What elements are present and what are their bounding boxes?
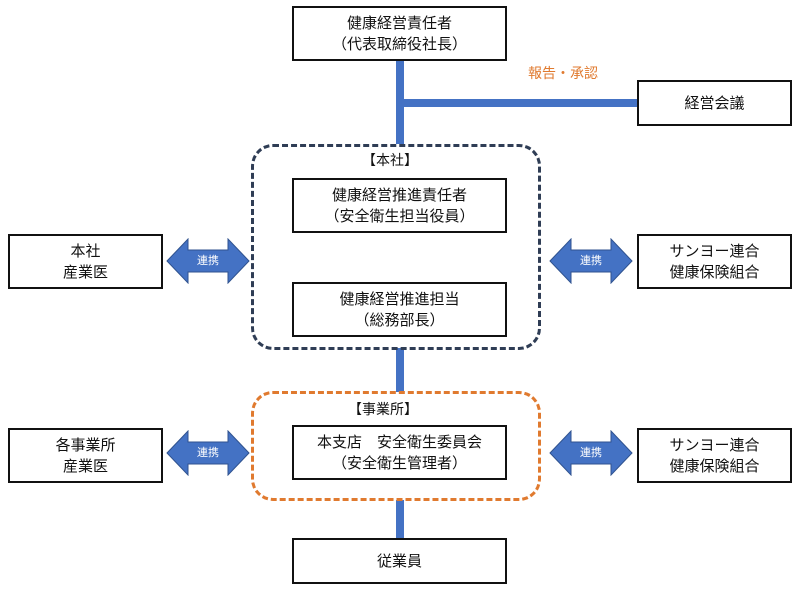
employees-label: 従業員 xyxy=(376,551,422,570)
health-management-officer-box: 健康経営責任者 （代表取締役社長） xyxy=(292,6,507,61)
connector-bottom-vertical xyxy=(396,500,404,540)
management-council-label: 経営会議 xyxy=(684,93,745,112)
employees-box: 従業員 xyxy=(292,538,507,584)
link-label: 連携 xyxy=(580,446,602,459)
report-approval-label: 報告・承認 xyxy=(528,66,598,82)
hq-occupational-physician-box: 本社 産業医 xyxy=(8,234,163,289)
link-arrow-office-left: 連携 xyxy=(166,430,250,476)
hq-occupational-physician-line2: 産業医 xyxy=(62,262,108,281)
connector-council-horizontal xyxy=(396,99,638,107)
double-arrow-icon xyxy=(166,430,250,476)
link-label: 連携 xyxy=(580,254,602,267)
hq-occupational-physician-line1: 本社 xyxy=(70,241,101,260)
double-arrow-icon xyxy=(549,430,633,476)
connector-mid-vertical xyxy=(396,348,404,392)
double-arrow-icon xyxy=(549,238,633,284)
health-insurance-union-2-line2: 健康保険組合 xyxy=(669,456,760,475)
safety-committee-role: （安全衛生管理者） xyxy=(331,453,467,472)
health-promotion-staff-box: 健康経営推進担当 （総務部長） xyxy=(292,282,507,337)
health-promotion-manager-box: 健康経営推進責任者 （安全衛生担当役員） xyxy=(292,178,507,233)
office-occupational-physician-line2: 産業医 xyxy=(62,456,108,475)
health-management-officer-title: 健康経営責任者 xyxy=(346,13,452,32)
office-occupational-physician-line1: 各事業所 xyxy=(55,435,116,454)
headquarters-group xyxy=(251,144,541,350)
office-group xyxy=(251,391,541,501)
double-arrow-icon xyxy=(166,238,250,284)
headquarters-label: 【本社】 xyxy=(362,153,418,169)
health-promotion-manager-role: （安全衛生担当役員） xyxy=(324,206,475,225)
link-label: 連携 xyxy=(197,254,219,267)
safety-committee-box: 本支店 安全衛生委員会 （安全衛生管理者） xyxy=(292,425,507,480)
health-insurance-union-1-line2: 健康保険組合 xyxy=(669,262,760,281)
health-insurance-union-1-line1: サンヨー連合 xyxy=(669,241,760,260)
link-label: 連携 xyxy=(197,446,219,459)
link-arrow-hq-right: 連携 xyxy=(549,238,633,284)
health-promotion-staff-title: 健康経営推進担当 xyxy=(339,289,460,308)
office-occupational-physician-box: 各事業所 産業医 xyxy=(8,428,163,483)
link-arrow-hq-left: 連携 xyxy=(166,238,250,284)
management-council-box: 経営会議 xyxy=(637,80,792,126)
health-insurance-union-box-2: サンヨー連合 健康保険組合 xyxy=(637,428,792,483)
health-insurance-union-box-1: サンヨー連合 健康保険組合 xyxy=(637,234,792,289)
link-arrow-office-right: 連携 xyxy=(549,430,633,476)
office-label: 【事業所】 xyxy=(348,402,418,418)
health-promotion-staff-role: （総務部長） xyxy=(354,310,445,329)
health-insurance-union-2-line1: サンヨー連合 xyxy=(669,435,760,454)
health-promotion-manager-title: 健康経営推進責任者 xyxy=(331,185,467,204)
safety-committee-title: 本支店 安全衛生委員会 xyxy=(316,432,482,451)
health-management-officer-role: （代表取締役社長） xyxy=(331,34,467,53)
